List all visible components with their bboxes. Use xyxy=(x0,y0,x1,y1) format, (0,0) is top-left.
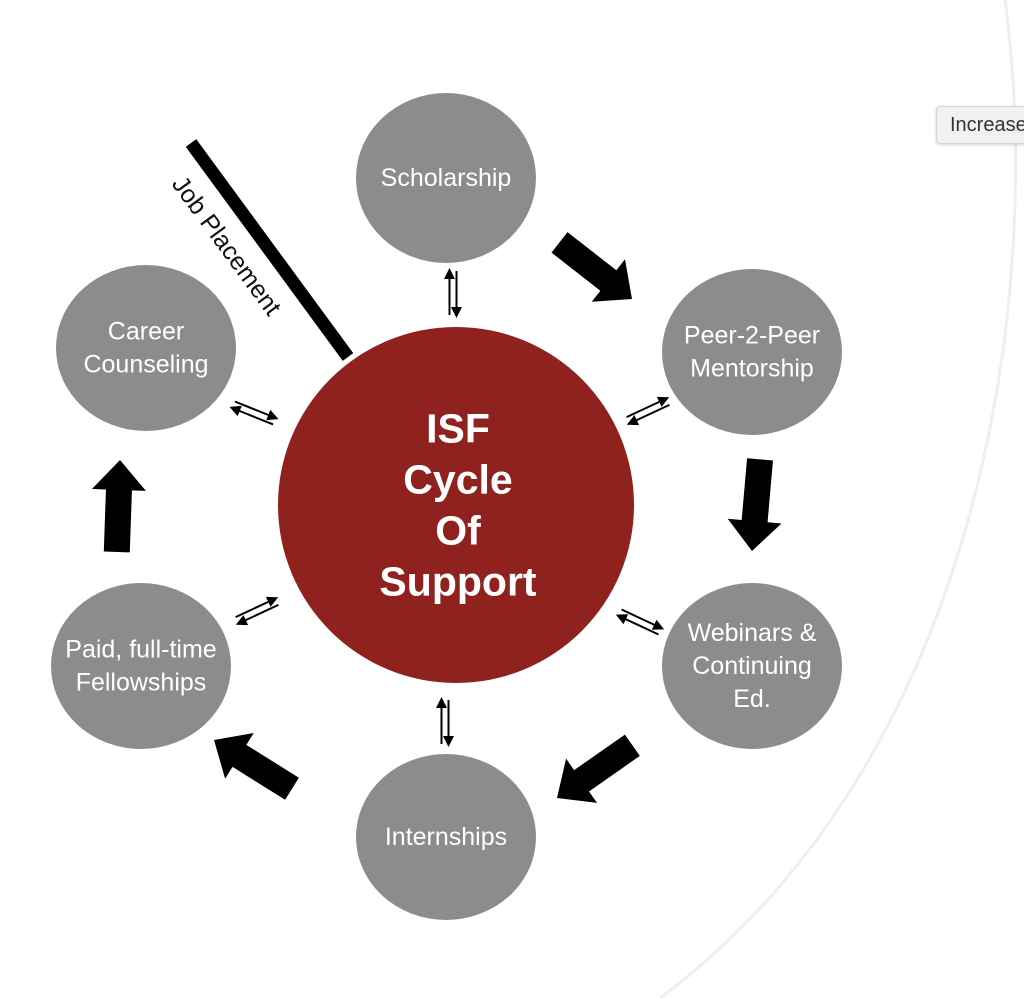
center-circle xyxy=(278,327,634,683)
node-label: Counseling xyxy=(83,351,208,379)
node-circle xyxy=(662,269,842,435)
background-arc xyxy=(659,0,1018,998)
bidirectional-arrow xyxy=(615,608,665,636)
node-circle xyxy=(51,583,231,749)
bidirectional-arrow xyxy=(436,697,454,747)
node-scholarship: Scholarship xyxy=(356,93,536,263)
node-label: Continuing xyxy=(692,652,812,680)
cycle-arrow xyxy=(214,733,299,800)
node-label: Mentorship xyxy=(690,355,814,383)
node-internships: Internships xyxy=(356,754,536,920)
node-circle xyxy=(356,754,536,920)
node-label: Paid, full-time xyxy=(65,636,216,664)
tooltip-chip: Increase xyxy=(936,106,1024,144)
center-label: ISF xyxy=(426,406,490,452)
bidirectional-arrow xyxy=(626,396,670,426)
cycle-arrow xyxy=(727,458,782,551)
node-label: Ed. xyxy=(733,685,771,713)
bidirectional-arrow xyxy=(229,400,279,426)
node-circle xyxy=(662,583,842,749)
node-label: Internships xyxy=(385,823,507,851)
cycle-arrow xyxy=(551,232,632,302)
center-label: Support xyxy=(379,559,536,605)
bidirectional-arrow xyxy=(444,268,462,318)
node-label: Peer-2-Peer xyxy=(684,322,820,350)
node-circle xyxy=(356,93,536,263)
node-label: Webinars & xyxy=(688,619,817,647)
center-label: Cycle xyxy=(403,457,512,503)
node-circle xyxy=(56,265,236,431)
center-label: Of xyxy=(435,508,481,554)
bidirectional-arrow xyxy=(235,596,279,626)
node-label: Scholarship xyxy=(381,164,512,192)
node-label: Career xyxy=(108,318,184,346)
cycle-arrow xyxy=(557,734,640,803)
cycle-arrow xyxy=(91,460,146,553)
node-label: Fellowships xyxy=(76,669,207,697)
